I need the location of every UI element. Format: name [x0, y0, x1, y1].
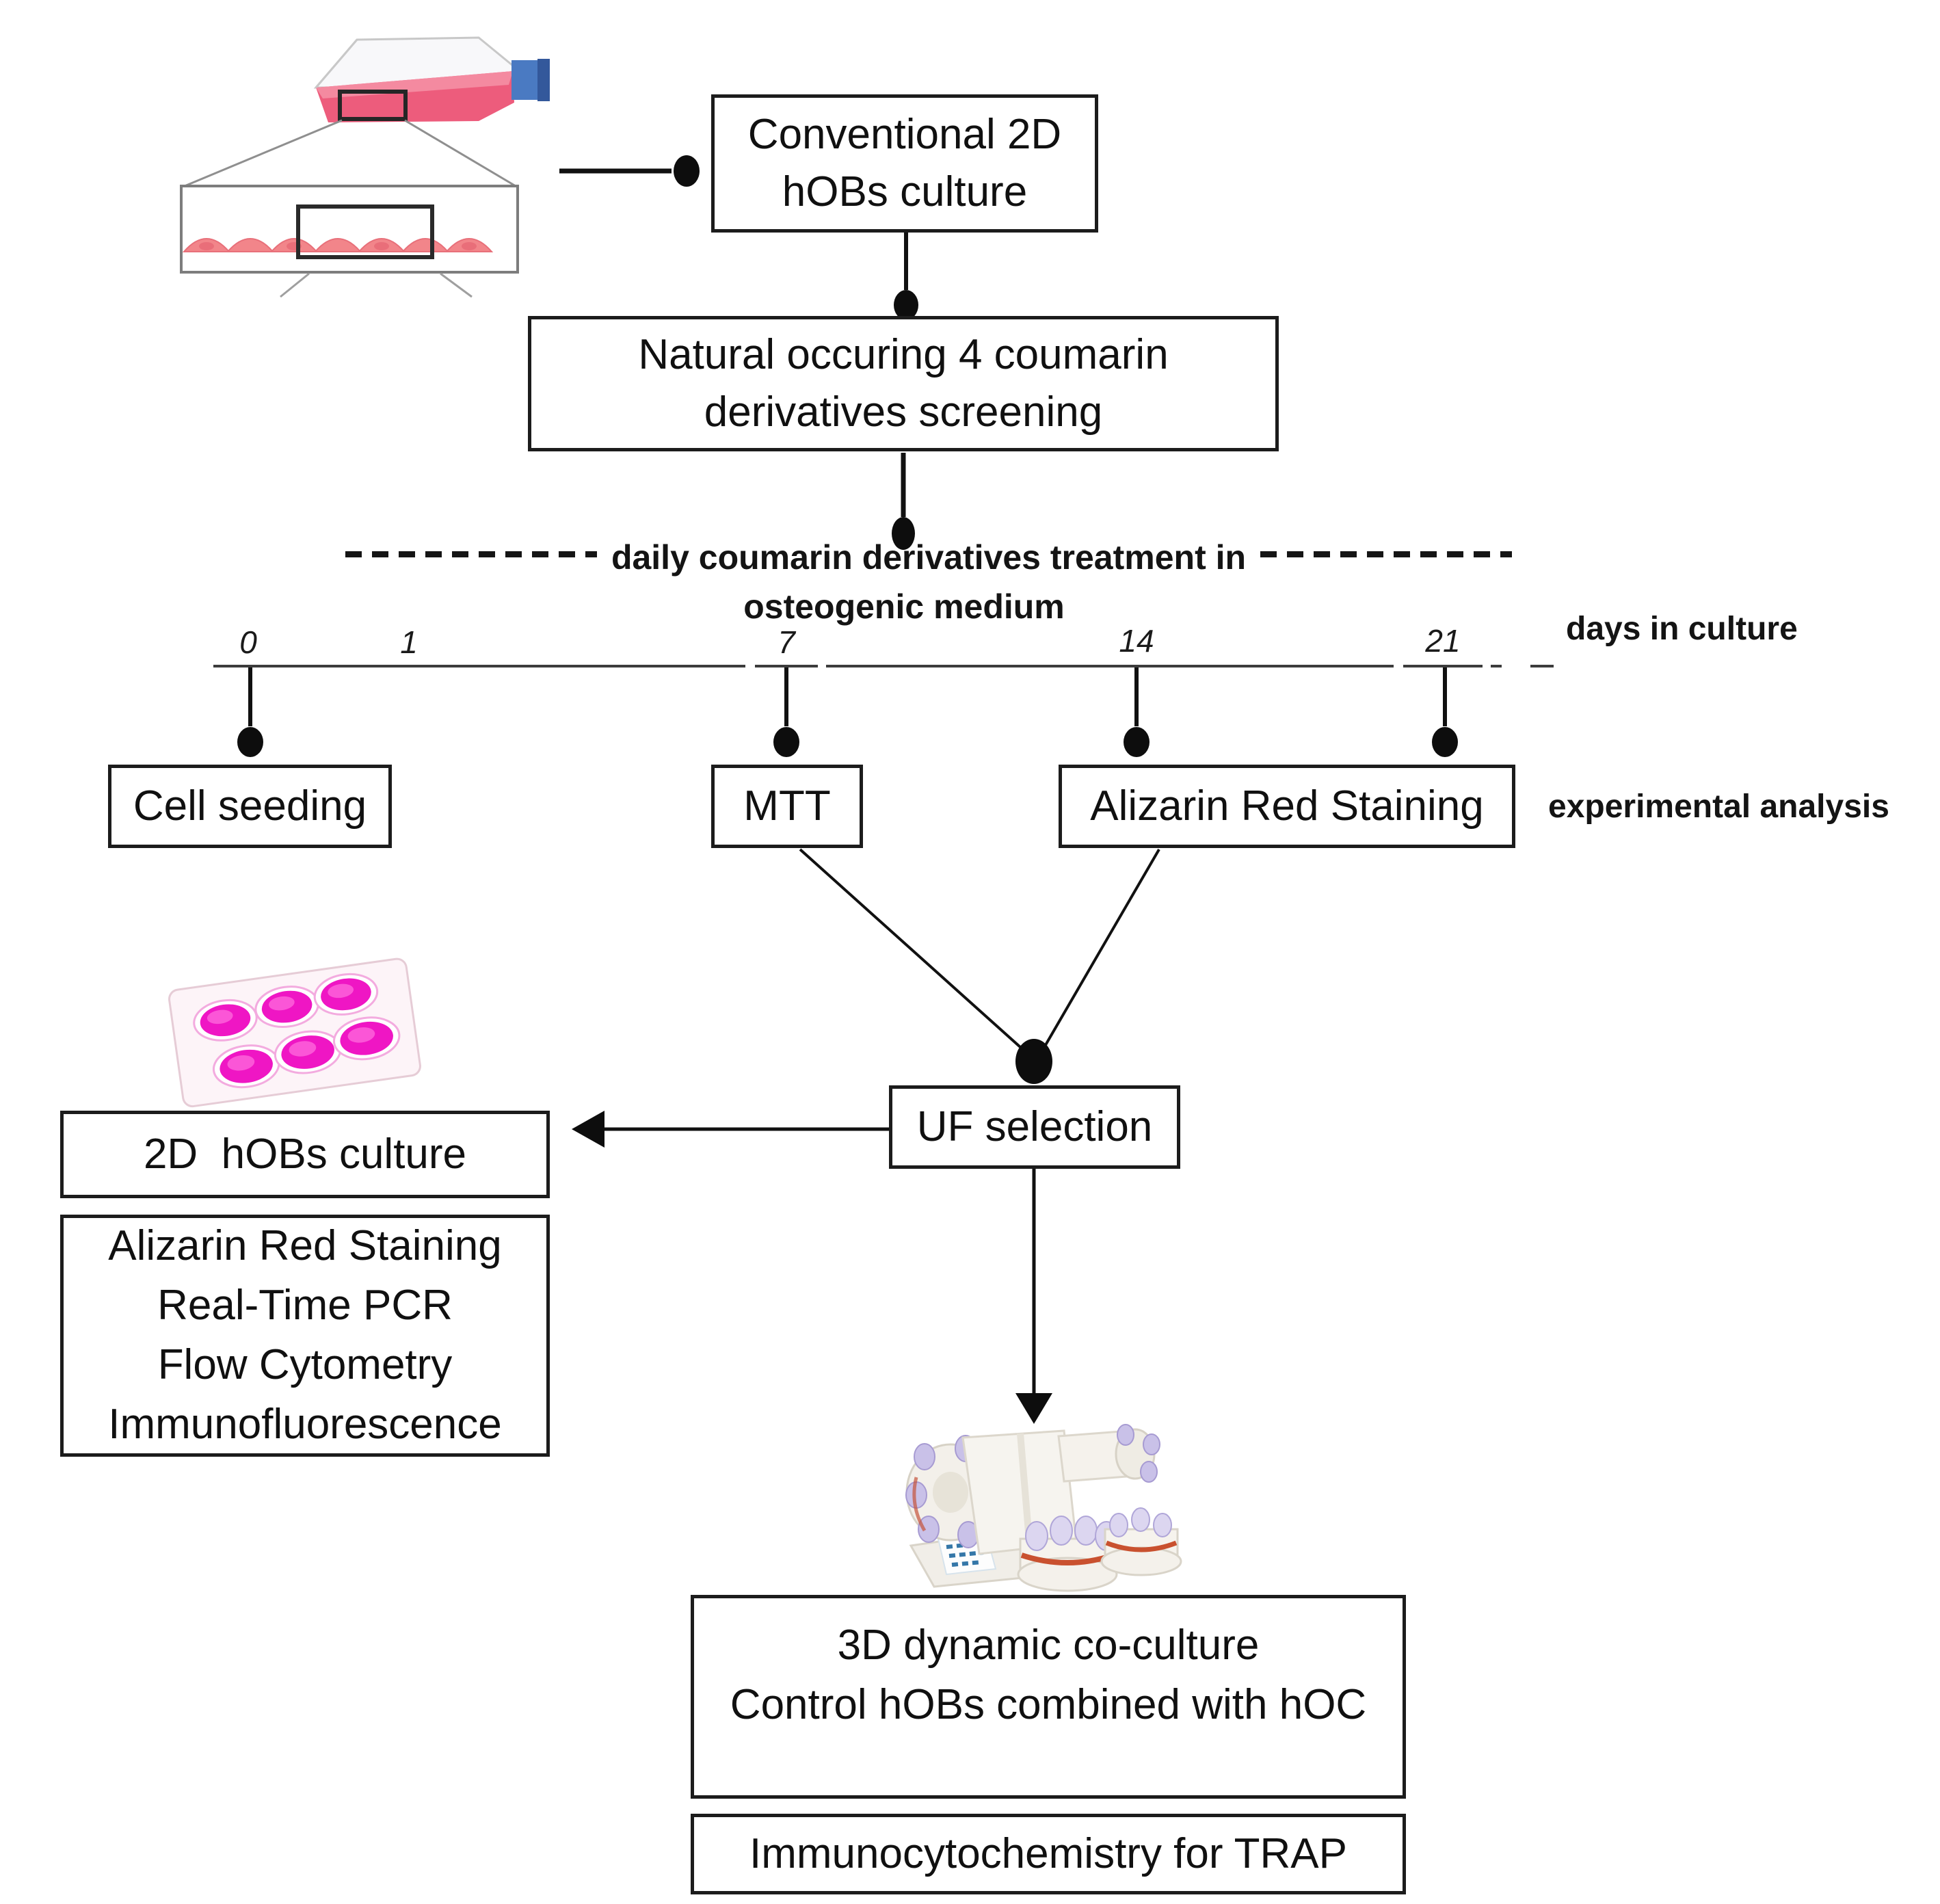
dashed-rule-right: [1260, 551, 1512, 557]
flask-zoom-marker: [338, 90, 408, 121]
box-text-line: 2D hOBs culture: [143, 1130, 467, 1178]
timeline-day-0: 0: [239, 624, 257, 660]
cell-monolayer-zoom-icon: [180, 185, 519, 298]
dashed-rule-left: [345, 551, 597, 557]
coumarin-screening-box: Natural occuring 4 coumarin derivatives …: [528, 316, 1279, 451]
treatment-note-line1: daily coumarin derivatives treatment in: [611, 538, 1247, 577]
rotor-bottles: [905, 1435, 979, 1548]
box-text-line: hOBs culture: [782, 168, 1028, 215]
down-arrowhead-icon: [1015, 1393, 1052, 1424]
mtt-box: MTT: [711, 765, 863, 848]
days-in-culture-label: days in culture: [1566, 611, 1798, 647]
plate-wells: [193, 973, 401, 1089]
experimental-analysis-label: experimental analysis: [1548, 789, 1889, 825]
mtt-to-uf-line: [799, 848, 1028, 1055]
2d-methods-box: Alizarin Red Staining Real-Time PCR Flow…: [60, 1215, 550, 1457]
timeline-day-21: 21: [1425, 623, 1461, 659]
timeline-tick-stems: [248, 667, 1447, 726]
trap-immunocytochemistry-box: Immunocytochemistry for TRAP: [691, 1814, 1406, 1894]
alizarin-to-uf-line: [1039, 848, 1160, 1055]
connector-dot: [894, 290, 918, 320]
timeline-day-7: 7: [778, 624, 795, 660]
box-text-line: Control hOBs combined with hOC: [730, 1680, 1367, 1728]
treatment-note-line2: osteogenic medium: [743, 587, 1065, 626]
box-text-line: Alizarin Red Staining: [1090, 782, 1484, 830]
box-text-line: MTT: [743, 782, 831, 830]
box-text-line: 3D dynamic co-culture: [837, 1622, 1260, 1669]
monolayer-zoom-marker: [296, 204, 434, 259]
box-text-line: Natural occuring 4 coumarin: [638, 330, 1169, 378]
2d-hobs-culture-box: 2D hOBs culture: [60, 1111, 550, 1198]
box-text-line: Flow Cytometry: [157, 1341, 453, 1388]
3d-coculture-box: 3D dynamic co-culture Control hOBs combi…: [691, 1595, 1406, 1799]
conventional-2d-culture-box: Conventional 2D hOBs culture: [711, 94, 1098, 233]
bioreactor-icon: [905, 1424, 1182, 1592]
connector-dot: [674, 155, 700, 187]
box-text-line: Alizarin Red Staining: [108, 1222, 502, 1270]
uf-convergence-dot: [1015, 1039, 1052, 1084]
culture-flask-icon: [184, 36, 550, 187]
timeline-axis: [213, 665, 1554, 757]
box-text-line: UF selection: [916, 1102, 1153, 1150]
cell-seeding-box: Cell seeding: [108, 765, 392, 848]
connector-dot: [892, 517, 915, 550]
box-text-line: Conventional 2D: [747, 110, 1062, 158]
timeline-day-14: 14: [1119, 623, 1154, 659]
box-text-line: Immunofluorescence: [108, 1400, 502, 1448]
vessel-bottles: [1109, 1507, 1172, 1537]
alizarin-red-staining-box: Alizarin Red Staining: [1059, 765, 1515, 848]
box-text-line: derivatives screening: [704, 388, 1103, 436]
rotor-bottles: [1117, 1424, 1160, 1483]
timeline-day-1: 1: [400, 624, 418, 660]
uf-selection-box: UF selection: [889, 1085, 1180, 1169]
box-text-line: Cell seeding: [133, 782, 367, 830]
box-text-line: Immunocytochemistry for TRAP: [749, 1829, 1347, 1877]
bioreactor-label: [946, 1542, 984, 1567]
six-well-plate-icon: [168, 957, 421, 1108]
left-arrowhead-icon: [572, 1111, 604, 1148]
box-text-line: Real-Time PCR: [157, 1282, 453, 1330]
cell-bumps: [182, 238, 494, 252]
timeline-dots: [237, 727, 1458, 757]
flowchart-connectors: [559, 155, 1160, 1424]
